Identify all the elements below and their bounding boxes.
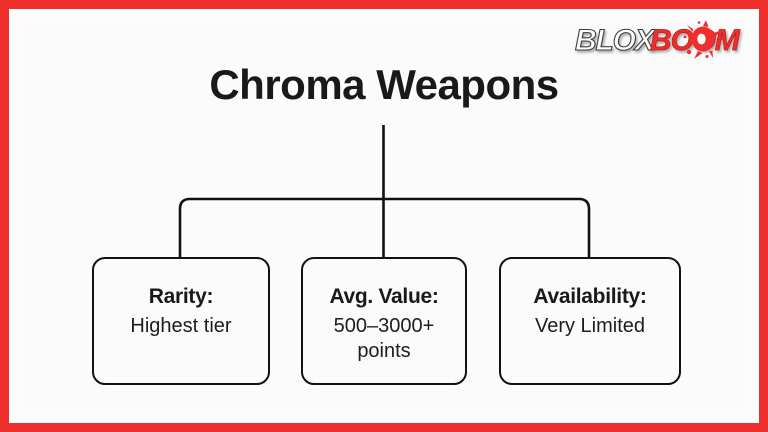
connector-right bbox=[383, 197, 591, 257]
node-rarity-label: Rarity: bbox=[148, 285, 214, 308]
svg-text:BLOX: BLOX bbox=[575, 24, 657, 57]
diagram-canvas: BLOX BOOM bbox=[9, 9, 759, 423]
bloxboom-logo[interactable]: BLOX BOOM bbox=[573, 21, 745, 59]
node-availability-value: Very Limited bbox=[534, 315, 646, 338]
connector-left bbox=[178, 197, 384, 257]
logo-word-blox: BLOX bbox=[574, 23, 658, 57]
bloxboom-logo-svg: BLOX BOOM bbox=[574, 21, 742, 59]
diagram-title: Chroma Weapons bbox=[209, 61, 559, 108]
node-rarity-value: Highest tier bbox=[130, 315, 232, 338]
node-avg-value-label: Avg. Value: bbox=[329, 285, 439, 308]
paint-splatter-icon bbox=[683, 21, 725, 59]
node-avg-value-value: 500–3000+ points bbox=[333, 315, 435, 363]
node-rarity[interactable]: Rarity: Highest tier bbox=[92, 257, 270, 385]
node-avg-value[interactable]: Avg. Value: 500–3000+ points bbox=[301, 257, 467, 385]
node-availability-label: Availability: bbox=[533, 285, 647, 308]
node-availability[interactable]: Availability: Very Limited bbox=[499, 257, 681, 385]
